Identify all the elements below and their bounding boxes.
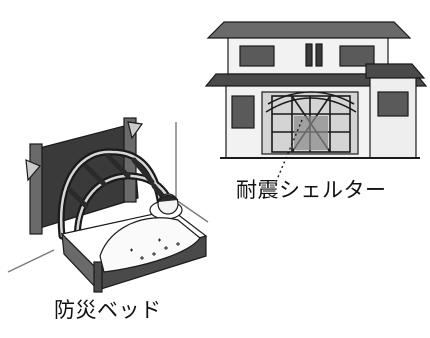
- room-floor-left: [7, 249, 55, 273]
- bed-leg-front: [93, 261, 103, 293]
- shelter-leader-line: [275, 119, 303, 183]
- house-upper-roof: [206, 21, 412, 39]
- bed-arch-slats: [67, 153, 173, 209]
- house-right-annex-roof: [365, 63, 426, 79]
- disaster-bed-caption: 防災ベッド: [54, 298, 162, 322]
- bed-headboard-post-left: [29, 143, 43, 235]
- bed-tie-right: [127, 121, 144, 140]
- house-right-annex-wall: [369, 77, 417, 159]
- house-window-lower-left: [231, 95, 255, 129]
- house-window-right-annex: [377, 91, 409, 117]
- room-floor-right: [175, 199, 209, 223]
- earthquake-shelter-caption: 耐震シェルター: [236, 178, 387, 202]
- house-window-upper-center-left: [305, 43, 313, 67]
- bed-blanket: [99, 217, 201, 273]
- bed-tie-left: [25, 159, 41, 182]
- house-illustration: [204, 21, 428, 159]
- shelter-interior-shade: [294, 116, 328, 150]
- bed-illustration: [7, 117, 209, 293]
- blanket-star-pattern: [130, 238, 180, 260]
- house-window-upper-right: [339, 45, 375, 67]
- sleeping-person-hair: [157, 194, 179, 203]
- house-window-upper-center-right: [315, 43, 323, 67]
- house-window-upper-left: [239, 45, 275, 67]
